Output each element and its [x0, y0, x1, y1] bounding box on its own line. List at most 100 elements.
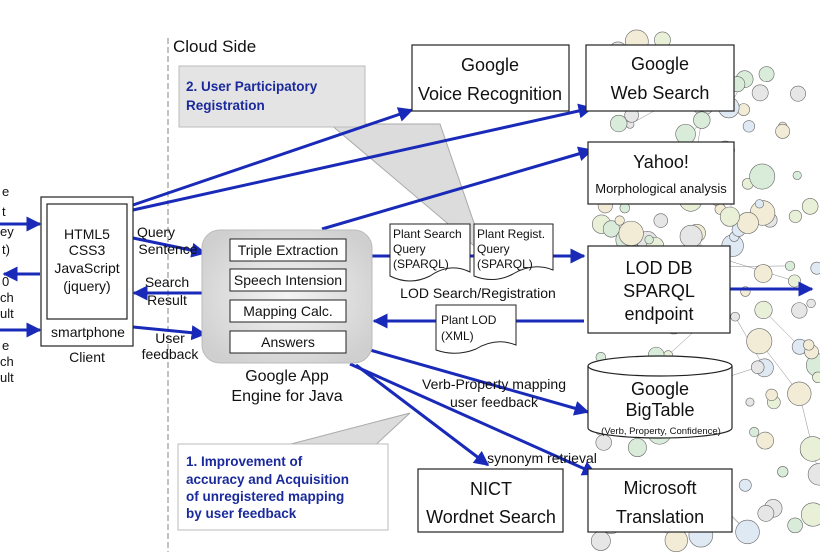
- doc-plant-search-line3: (SPARQL): [393, 257, 449, 271]
- lod-cloud-node: [799, 436, 820, 462]
- label-lod-search: LOD Search/Registration: [400, 285, 556, 301]
- doc-plant-regist-line2: Query: [477, 242, 510, 256]
- lod-db-line1: LOD DB: [625, 258, 692, 278]
- lod-cloud-node: [775, 123, 791, 139]
- lod-cloud-node: [730, 311, 740, 322]
- label-verb-feedback: user feedback: [450, 394, 539, 410]
- doc-plant-search-line1: Plant Search: [393, 227, 462, 241]
- yahoo-line2: Morphological analysis: [595, 181, 727, 196]
- doc-plant-regist: [473, 223, 554, 280]
- improvement-callout-line2: accuracy and Acquisition: [186, 472, 349, 487]
- google-web-line1: Google: [631, 54, 689, 74]
- arrow-user-feedback: [132, 325, 207, 341]
- engine-caption-2: Engine for Java: [231, 388, 342, 405]
- left-frag-7: ult: [0, 306, 14, 321]
- doc-plant-regist-line1: Plant Regist.: [477, 227, 545, 241]
- doc-plant-search: [389, 223, 471, 282]
- registration-callout-line1: 2. User Participatory: [186, 79, 318, 94]
- left-frag-3: ey: [0, 224, 14, 239]
- lod-cloud-node: [806, 298, 816, 309]
- improvement-callout-line3: of unregistered mapping: [186, 489, 344, 504]
- label-search: Search: [145, 274, 189, 290]
- label-verb-property: Verb-Property mapping: [422, 376, 566, 392]
- section-label: Cloud Side: [173, 37, 256, 56]
- google-voice-line1: Google: [461, 55, 519, 75]
- lod-cloud-node: [803, 339, 815, 351]
- nict-line1: NICT: [470, 479, 512, 499]
- left-frag-1: e: [2, 184, 9, 199]
- improvement-callout-line1: 1. Improvement of: [186, 454, 303, 469]
- module-mapping-calc: Mapping Calc.: [243, 303, 333, 319]
- client-javascript: JavaScript: [54, 260, 119, 276]
- lod-cloud-node: [765, 388, 778, 401]
- lod-cloud-node: [751, 84, 769, 102]
- bigtable-line1: Google: [631, 379, 689, 399]
- lod-cloud-node: [653, 213, 668, 228]
- label-sentence: Sentence: [138, 241, 197, 257]
- google-voice-line2: Voice Recognition: [418, 84, 562, 104]
- arrow-to-microsoft: [349, 362, 598, 476]
- client-html5: HTML5: [64, 226, 110, 242]
- lod-cloud-node: [787, 381, 812, 406]
- lod-cloud-node: [746, 328, 773, 355]
- lod-cloud-node: [738, 478, 752, 492]
- client-caption: Client: [69, 349, 105, 365]
- arrow-to-yahoo: [321, 146, 594, 231]
- lod-cloud-node: [618, 220, 644, 247]
- improvement-callout-line4: by user feedback: [186, 506, 297, 521]
- registration-callout-line2: Registration: [186, 98, 265, 113]
- lod-cloud-node: [590, 531, 611, 551]
- label-query: Query: [137, 224, 175, 240]
- improvement-callout: [177, 443, 389, 531]
- label-result: Result: [147, 292, 187, 308]
- client-smartphone: smartphone: [51, 324, 125, 340]
- google-websearch-box: [585, 44, 735, 112]
- app-engine-block: Triple Extraction Speech Intension Mappi…: [201, 229, 373, 405]
- lod-cloud-node: [812, 371, 820, 384]
- lod-cloud-node: [627, 438, 647, 457]
- doc-plant-search-line2: Query: [393, 242, 426, 256]
- engine-caption-1: Google App: [245, 368, 329, 385]
- lod-cloud-node: [675, 123, 696, 145]
- module-speech-intension: Speech Intension: [234, 272, 342, 288]
- module-answers: Answers: [261, 334, 315, 350]
- documents: Plant Search Query (SPARQL) Plant Regist…: [389, 223, 554, 354]
- lod-cloud-node: [644, 235, 654, 245]
- lod-cloud-node: [679, 224, 703, 248]
- label-feedback: feedback: [142, 346, 200, 362]
- lod-cloud-node: [757, 505, 775, 522]
- label-user: User: [155, 330, 185, 346]
- lod-cloud-node: [790, 85, 806, 102]
- lod-cloud-node: [784, 260, 796, 271]
- bigtable-cylinder: Google BigTable (Verb, Property, Confide…: [587, 355, 733, 439]
- module-triple-extraction: Triple Extraction: [238, 242, 339, 258]
- microsoft-line2: Translation: [616, 507, 704, 527]
- lod-cloud-node: [749, 163, 776, 190]
- lod-cloud-node: [792, 170, 802, 180]
- lod-cloud-node: [736, 211, 759, 234]
- google-web-line2: Web Search: [611, 83, 710, 103]
- lod-cloud-node: [693, 111, 711, 129]
- yahoo-line1: Yahoo!: [633, 152, 689, 172]
- microsoft-box: [587, 468, 733, 533]
- microsoft-line1: Microsoft: [623, 478, 696, 498]
- arrow-to-voice: [132, 107, 414, 207]
- arrow-to-nict: [355, 363, 490, 467]
- lod-cloud-node: [801, 198, 819, 215]
- arrow-to-bigtable: [369, 348, 590, 416]
- lod-cloud-node: [754, 300, 773, 320]
- nict-box: [417, 468, 564, 533]
- lod-cloud-node: [742, 120, 756, 133]
- lod-cloud-node: [807, 463, 820, 486]
- doc-plant-lod-line1: Plant LOD: [441, 313, 497, 327]
- doc-plant-lod: [435, 304, 517, 354]
- lod-cloud-node: [737, 103, 750, 116]
- arrow-labels: Query Sentence Search Result User feedba…: [137, 224, 597, 466]
- lod-cloud-node: [749, 427, 760, 438]
- lod-cloud-node: [735, 519, 760, 545]
- left-frag-10: ult: [0, 370, 14, 385]
- arrow-query-sentence: [132, 236, 207, 258]
- lod-cloud-node: [777, 466, 789, 478]
